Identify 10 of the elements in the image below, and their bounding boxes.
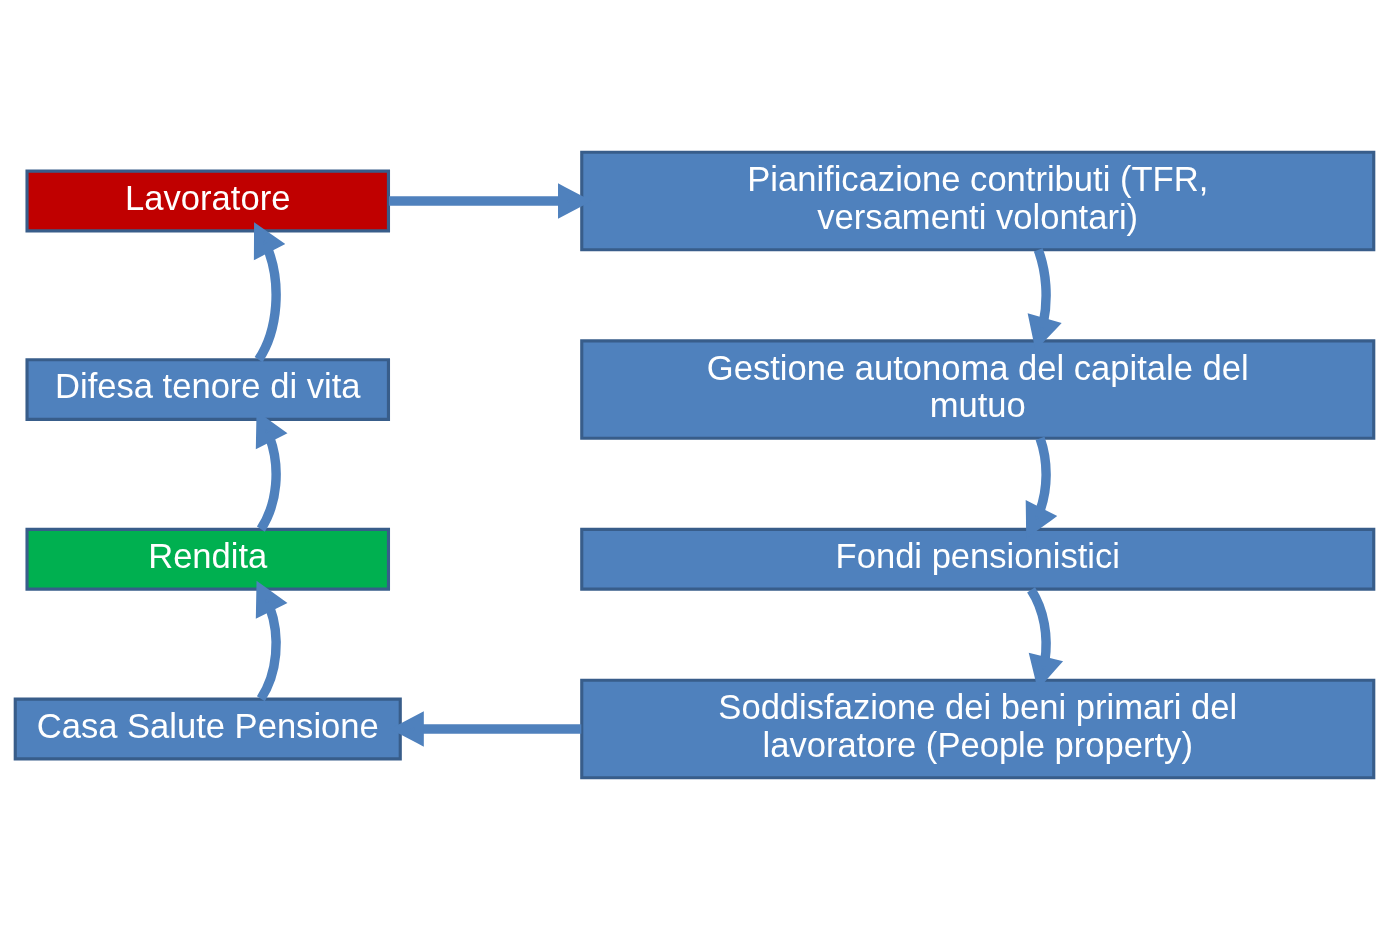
node-box: Soddisfazione dei beni primari del lavoratore (People property) — [580, 678, 1376, 779]
node-box: Gestione autonoma del capitale del mutuo — [580, 338, 1376, 440]
node-box: Lavoratore — [25, 169, 391, 232]
node-box: Difesa tenore di vita — [25, 357, 391, 421]
node-box: Rendita — [25, 527, 391, 591]
node-box: Pianificazione contributi (TFR, versamenti volontari) — [580, 150, 1376, 251]
arrow — [253, 221, 286, 362]
node-box: Fondi pensionistici — [580, 527, 1376, 591]
arrow — [255, 580, 288, 701]
node-box: Casa Salute Pensione — [13, 697, 402, 760]
